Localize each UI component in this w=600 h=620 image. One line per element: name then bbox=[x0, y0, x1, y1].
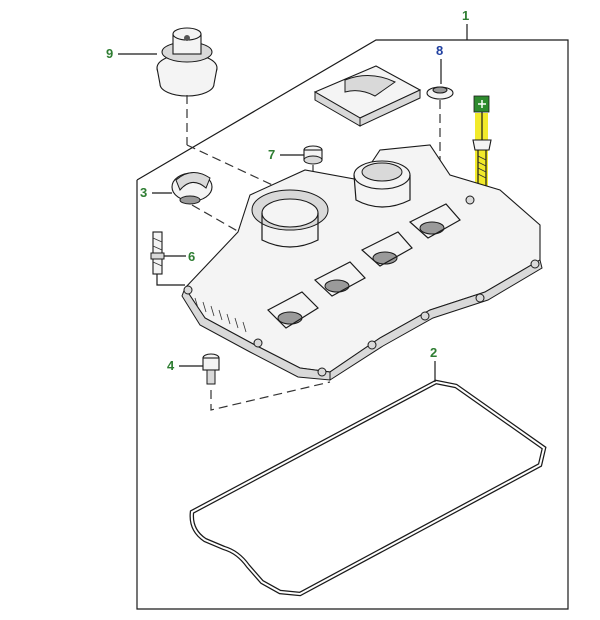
callout-6[interactable]: 6 bbox=[164, 249, 195, 264]
callout-3-label: 3 bbox=[140, 185, 147, 200]
callout-9[interactable]: 9 bbox=[106, 46, 157, 61]
highlighted-bolt-part[interactable] bbox=[472, 95, 492, 188]
rocker-cover-part[interactable] bbox=[181, 144, 543, 381]
bolt-guide-line bbox=[210, 381, 331, 411]
callout-4[interactable]: 4 bbox=[167, 358, 203, 373]
callout-1-label: 1 bbox=[462, 8, 469, 23]
filler-neck-cap-part[interactable] bbox=[171, 172, 213, 205]
oil-filler-cap-part[interactable] bbox=[156, 27, 218, 97]
callout-1[interactable]: 1 bbox=[462, 8, 469, 40]
callout-8-label: 8 bbox=[436, 43, 443, 58]
callout-2-label: 2 bbox=[430, 345, 437, 360]
assembly-frame bbox=[136, 39, 569, 610]
breather-pad-part[interactable] bbox=[313, 65, 422, 127]
callout-2[interactable]: 2 bbox=[430, 345, 437, 382]
cover-ribs bbox=[194, 297, 247, 333]
bolt-part[interactable] bbox=[202, 353, 220, 385]
plug-part[interactable] bbox=[303, 145, 323, 165]
seal-part[interactable] bbox=[426, 86, 454, 100]
callout-3[interactable]: 3 bbox=[140, 185, 172, 200]
callout-7[interactable]: 7 bbox=[268, 147, 304, 162]
stud-guide-line bbox=[156, 274, 185, 286]
callout-4-label: 4 bbox=[167, 358, 175, 373]
stud-part[interactable] bbox=[150, 231, 165, 275]
callout-8[interactable]: 8 bbox=[436, 43, 443, 84]
callout-9-label: 9 bbox=[106, 46, 113, 61]
callout-6-label: 6 bbox=[188, 249, 195, 264]
gasket-part[interactable] bbox=[189, 379, 547, 597]
callout-7-label: 7 bbox=[268, 147, 275, 162]
